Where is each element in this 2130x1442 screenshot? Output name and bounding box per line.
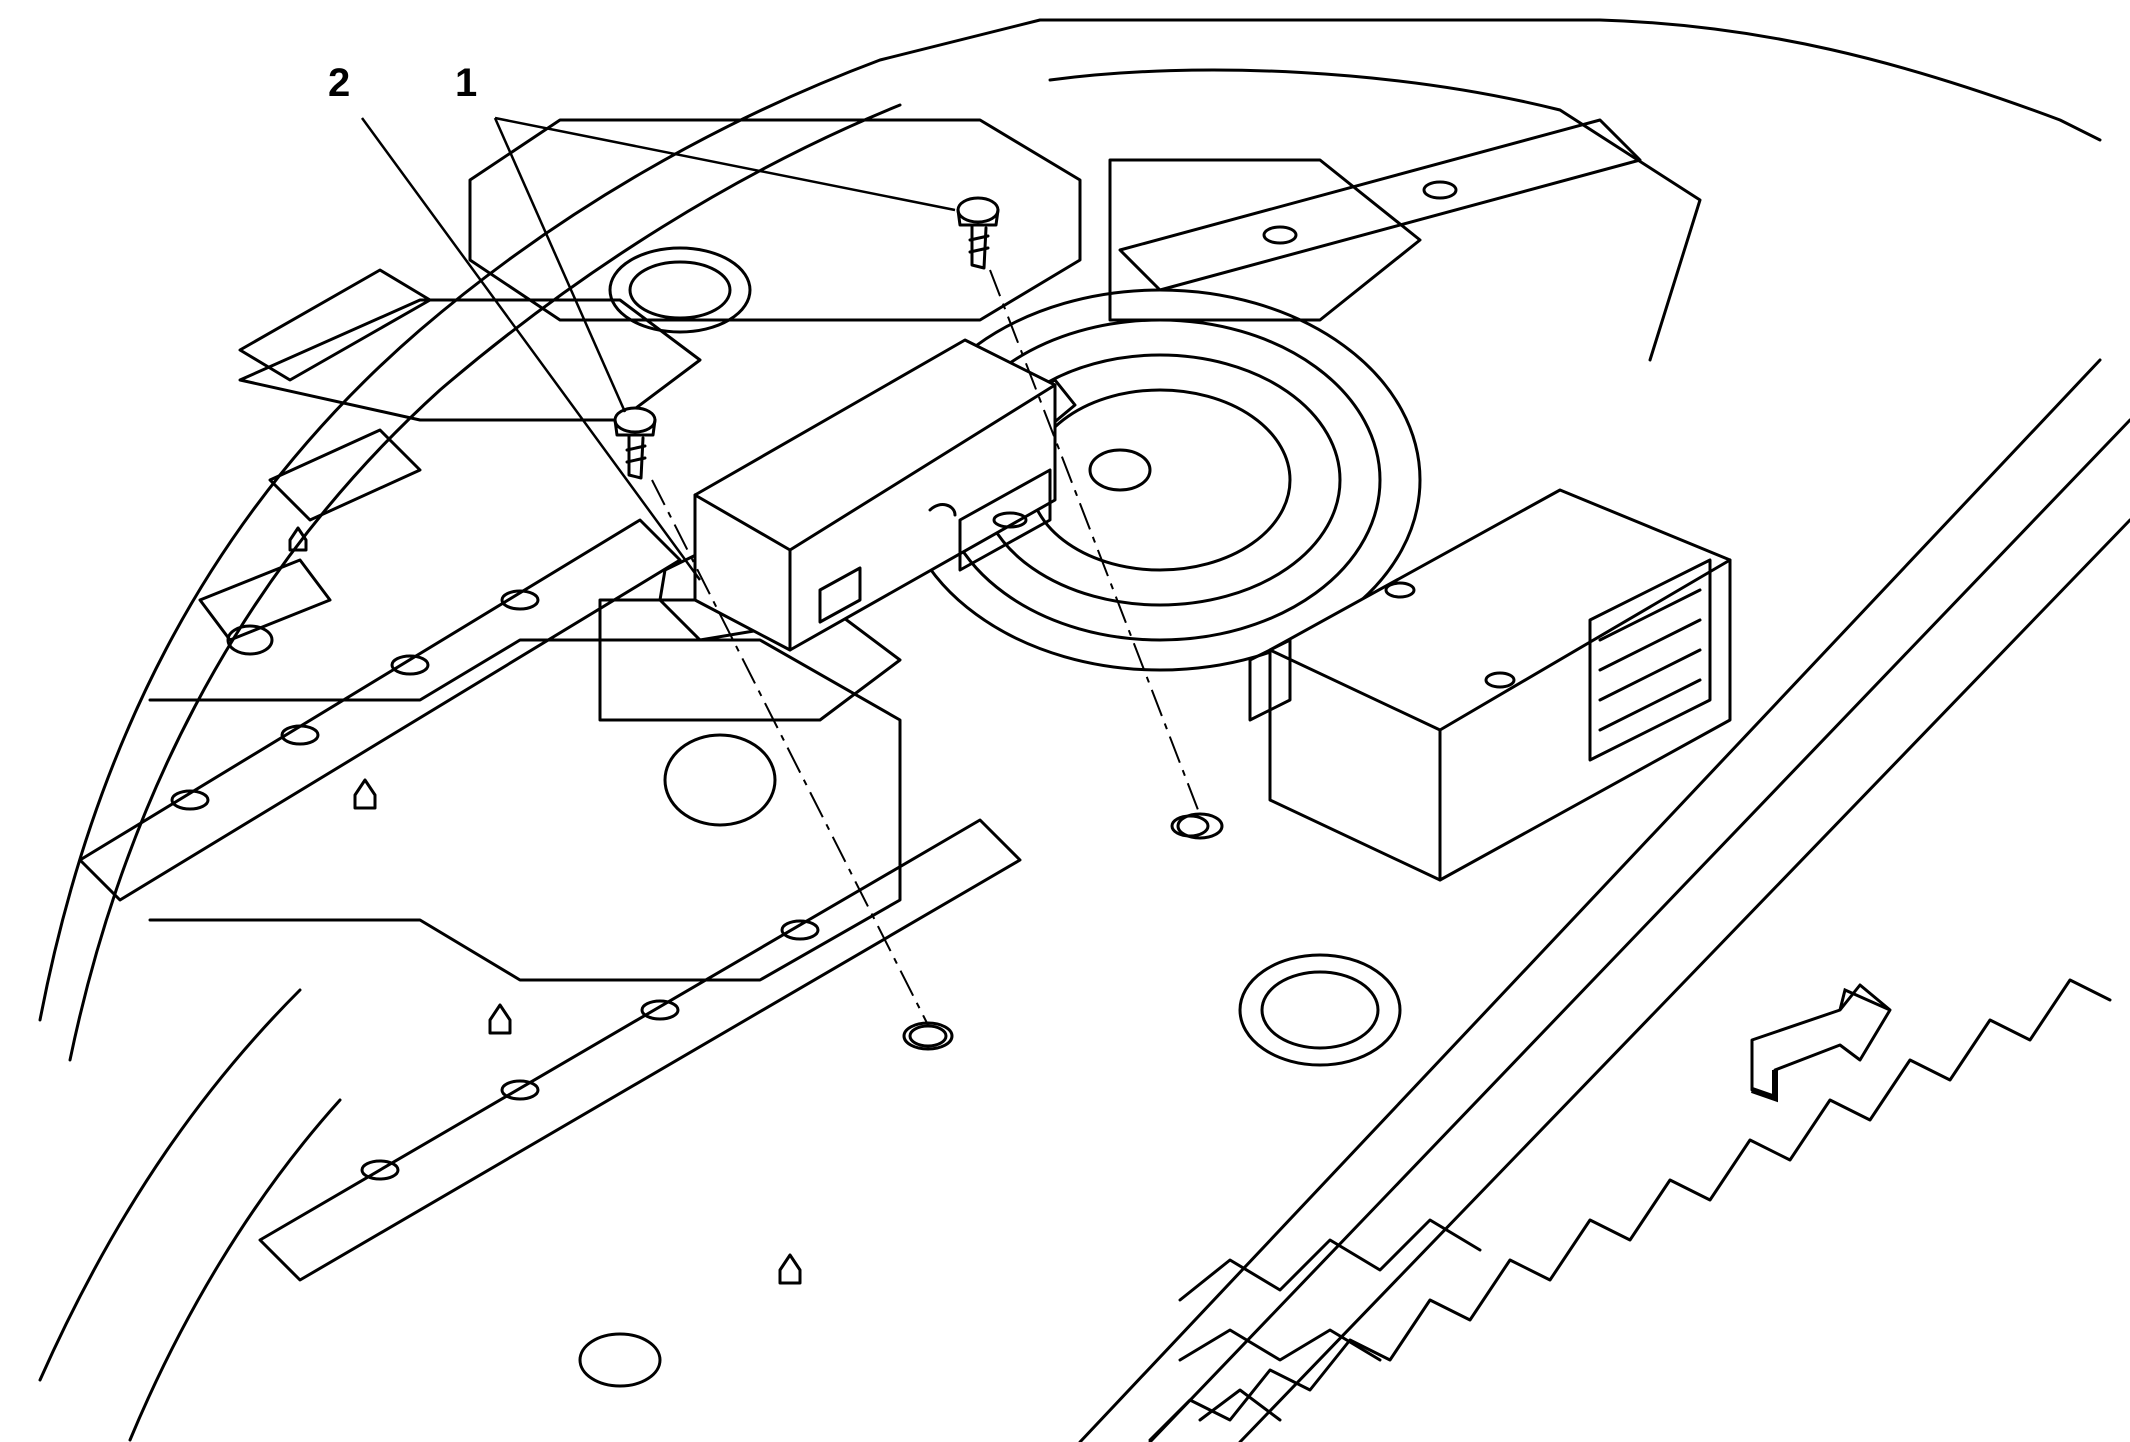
control-module — [693, 338, 1057, 652]
leader-1-lower — [493, 117, 627, 413]
cross-member-front — [78, 518, 682, 902]
floor-holes — [226, 246, 1402, 1388]
left-side-pockets — [198, 268, 432, 642]
callout-1: 1 — [455, 61, 477, 105]
fastener-lower — [613, 406, 657, 480]
adjacent-module — [1248, 488, 1732, 882]
alignment-lines — [651, 269, 1201, 1026]
cross-member-upper — [1118, 118, 1642, 292]
fastener-receivers — [902, 812, 1224, 1051]
fastener-upper — [956, 196, 1000, 270]
leader-1-upper — [494, 116, 956, 212]
callout-2: 2 — [328, 61, 350, 105]
vehicle-floor-pan — [38, 18, 2102, 1442]
side-rail — [1078, 358, 2130, 1442]
leader-lines — [360, 116, 956, 581]
leader-2 — [360, 117, 702, 581]
forward-arrow-icon — [1750, 983, 1892, 1103]
floor-studs — [288, 526, 802, 1285]
cross-member-rear — [258, 818, 1022, 1282]
